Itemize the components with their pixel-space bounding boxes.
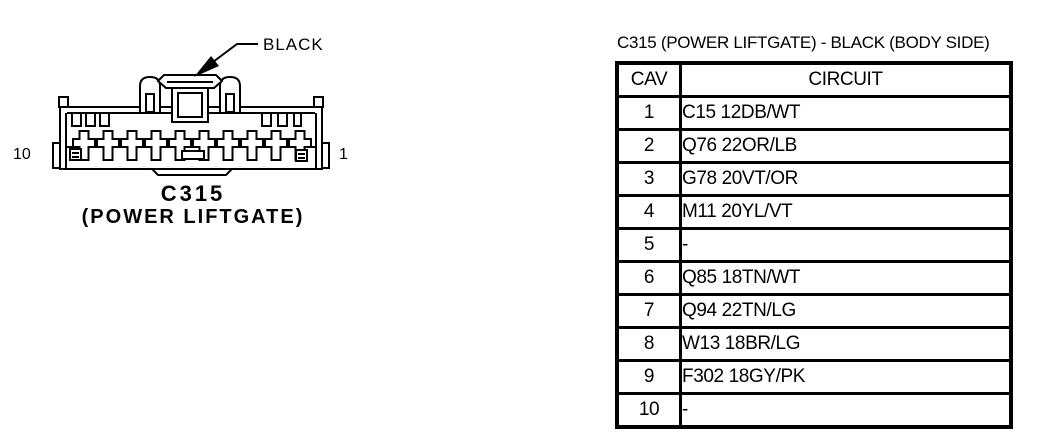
table-row: 8 W13 18BR/LG — [615, 326, 1013, 362]
cav-cell: 7 — [615, 293, 682, 329]
table-header-row: CAV CIRCUIT — [615, 61, 1013, 98]
table-row: 7 Q94 22TN/LG — [615, 293, 1013, 329]
table-row: 9 F302 18GY/PK — [615, 359, 1013, 395]
cav-column-header: CAV — [615, 61, 682, 98]
circuit-cell: G78 20VT/OR — [679, 161, 1013, 197]
table-row: 6 Q85 18TN/WT — [615, 260, 1013, 296]
circuit-cell: - — [679, 227, 1013, 263]
arrowhead-icon — [194, 56, 219, 77]
cav-cell: 6 — [615, 260, 682, 296]
connector-latch — [139, 74, 241, 123]
cav-cell: 9 — [615, 359, 682, 395]
table-row: 2 Q76 22OR/LB — [615, 128, 1013, 164]
table-row: 4 M11 20YL/VT — [615, 194, 1013, 230]
circuit-cell: C15 12DB/WT — [679, 95, 1013, 131]
table-row: 3 G78 20VT/OR — [615, 161, 1013, 197]
pinout-table-title: C315 (POWER LIFTGATE) - BLACK (BODY SIDE… — [617, 33, 990, 52]
table-row: 10 - — [615, 392, 1013, 429]
circuit-cell: M11 20YL/VT — [679, 194, 1013, 230]
connector-function-label: (POWER LIFTGATE) — [81, 206, 305, 228]
wire-color-label: BLACK — [263, 35, 324, 54]
cav-cell: 5 — [615, 227, 682, 263]
pin-10-label: 10 — [13, 146, 31, 163]
circuit-column-header: CIRCUIT — [679, 61, 1013, 98]
cav-cell: 8 — [615, 326, 682, 362]
black-wire-callout: BLACK — [194, 35, 324, 77]
circuit-cell: W13 18BR/LG — [679, 326, 1013, 362]
circuit-cell: F302 18GY/PK — [679, 359, 1013, 395]
cav-cell: 10 — [615, 392, 682, 429]
connector-diagram: BLACK 10 1 — [13, 35, 348, 176]
cav-cell: 2 — [615, 128, 682, 164]
circuit-cell: - — [679, 392, 1013, 429]
pinout-section: C315 (POWER LIFTGATE) - BLACK (BODY SIDE… — [615, 33, 1015, 429]
cav-cell: 4 — [615, 194, 682, 230]
table-row: 1 C15 12DB/WT — [615, 95, 1013, 131]
cav-cell: 3 — [615, 161, 682, 197]
terminal-row — [66, 130, 316, 162]
pinout-table: CAV CIRCUIT 1 C15 12DB/WT 2 Q76 22OR/LB … — [615, 61, 1013, 429]
connector-id-label: C315 — [160, 181, 226, 206]
table-row: 5 - — [615, 227, 1013, 263]
circuit-cell: Q94 22TN/LG — [679, 293, 1013, 329]
cav-cell: 1 — [615, 95, 682, 131]
pin-1-label: 1 — [339, 146, 348, 163]
circuit-cell: Q76 22OR/LB — [679, 128, 1013, 164]
circuit-cell: Q85 18TN/WT — [679, 260, 1013, 296]
